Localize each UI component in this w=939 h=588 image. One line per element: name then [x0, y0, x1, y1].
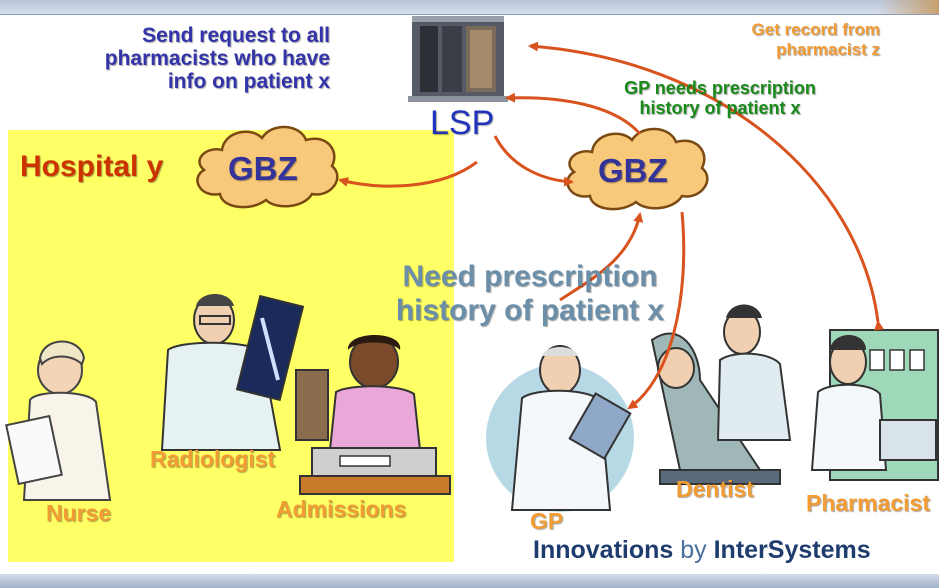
gbz-hospital-label: GBZ: [228, 150, 298, 187]
role-pharmacist: Pharmacist: [806, 490, 931, 516]
arrow-pharmacist-to-lsp: [528, 41, 884, 331]
bottom-banner: [0, 574, 939, 588]
hospital-label: Hospital y: [20, 150, 164, 183]
send-request-note: Send request to all pharmacists who have…: [104, 24, 330, 93]
pharmacist-illustration: [810, 329, 939, 481]
gp-illustration: [486, 345, 634, 512]
arrow-gbz-to-gp: [627, 211, 686, 410]
role-dentist: Dentist: [676, 476, 754, 502]
arrow-gp-to-gbz: [559, 212, 644, 302]
banner-decoration: [879, 0, 939, 14]
brand-logo: Innovations by InterSystems: [533, 536, 871, 565]
nurse-illustration: [5, 340, 112, 501]
gp-needs-note: GP needs prescription history of patient…: [624, 78, 816, 118]
get-record-note: Get record from pharmacist z: [751, 20, 880, 59]
brand-by: by: [680, 536, 707, 564]
admissions-illustration: [295, 335, 451, 495]
brand-company: InterSystems: [713, 536, 871, 564]
flow-arrows: [338, 41, 884, 410]
server-icon: [408, 16, 508, 102]
role-nurse: Nurse: [46, 500, 112, 526]
arrow-lsp-to-gbz: [493, 135, 574, 187]
lsp-label: LSP: [430, 104, 495, 142]
role-gp: GP: [530, 508, 564, 534]
role-admissions: Admissions: [276, 496, 407, 522]
arrow-lsp-to-hospital-gbz: [338, 160, 478, 188]
radiologist-illustration: [160, 294, 305, 451]
top-banner: [0, 0, 939, 15]
gbz-main-label: GBZ: [598, 152, 668, 189]
gbz-hospital-cloud-icon: [196, 125, 339, 209]
need-prescription-note: Need prescription history of patient x: [395, 260, 665, 327]
brand-main: Innovations: [533, 536, 674, 564]
role-radiologist: Radiologist: [150, 446, 276, 472]
